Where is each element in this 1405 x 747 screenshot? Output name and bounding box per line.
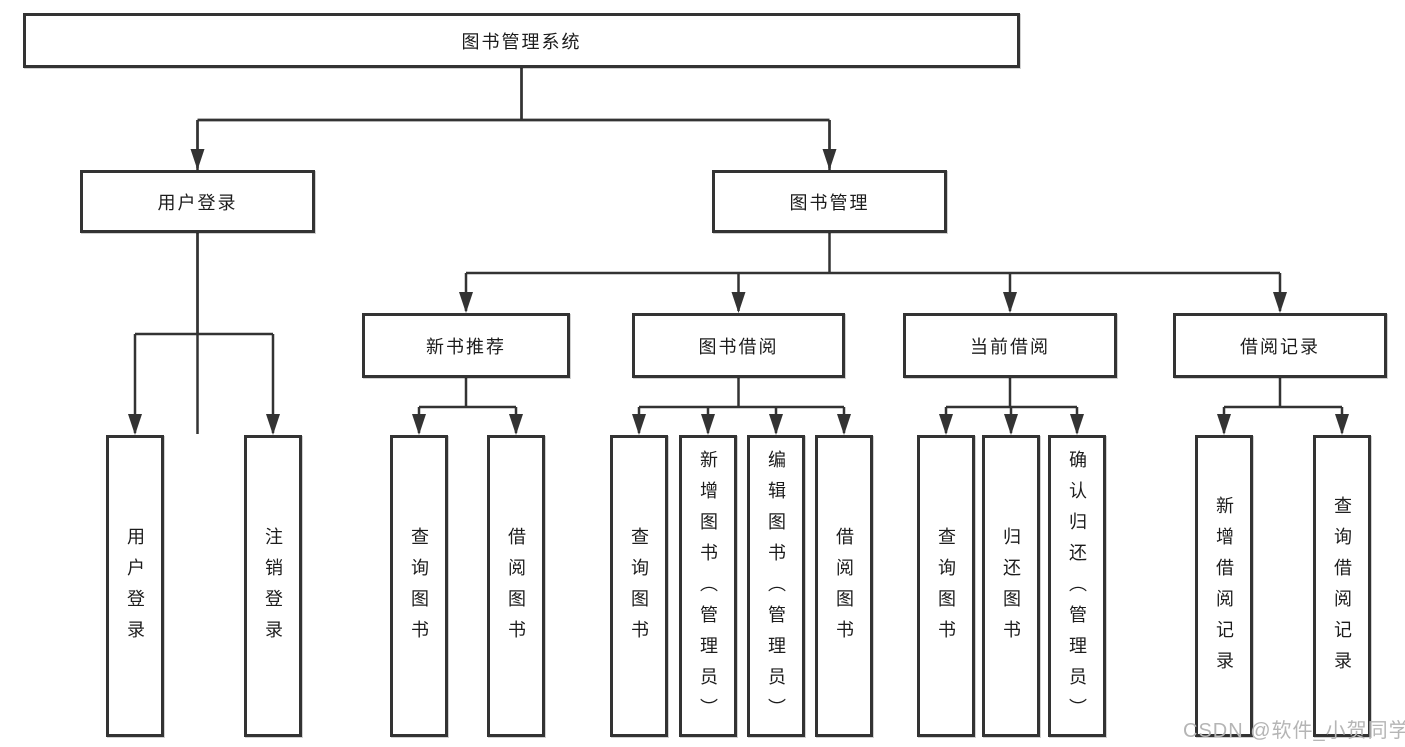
leaf-query-books-3: 查询图书: [917, 435, 975, 737]
leaf-return-books: 归还图书: [982, 435, 1040, 737]
leaf-confirm-return-admin: 确认归还（管理员）: [1048, 435, 1106, 737]
node-borrowing-records: 借阅记录: [1173, 313, 1387, 378]
leaf-user-login: 用户登录: [106, 435, 164, 737]
leaf-query-books-2: 查询图书: [610, 435, 668, 737]
leaf-add-borrow-record: 新增借阅记录: [1195, 435, 1253, 737]
arrowheads: [128, 149, 1349, 435]
leaf-query-borrow-record: 查询借阅记录: [1313, 435, 1371, 737]
leaf-add-book-admin: 新增图书（管理员）: [679, 435, 737, 737]
leaf-logout: 注销登录: [244, 435, 302, 737]
node-current-borrowing: 当前借阅: [903, 313, 1117, 378]
leaf-borrow-books-1: 借阅图书: [487, 435, 545, 737]
leaf-edit-book-admin: 编辑图书（管理员）: [747, 435, 805, 737]
leaf-query-books-1: 查询图书: [390, 435, 448, 737]
node-user-login: 用户登录: [80, 170, 315, 233]
node-book-borrowing: 图书借阅: [632, 313, 845, 378]
watermark: CSDN @软件_小贺同学: [1183, 720, 1405, 742]
node-book-management: 图书管理: [712, 170, 947, 233]
leaf-borrow-books-2: 借阅图书: [815, 435, 873, 737]
node-new-book-recommendation: 新书推荐: [362, 313, 570, 378]
node-library-management-system: 图书管理系统: [23, 13, 1020, 68]
